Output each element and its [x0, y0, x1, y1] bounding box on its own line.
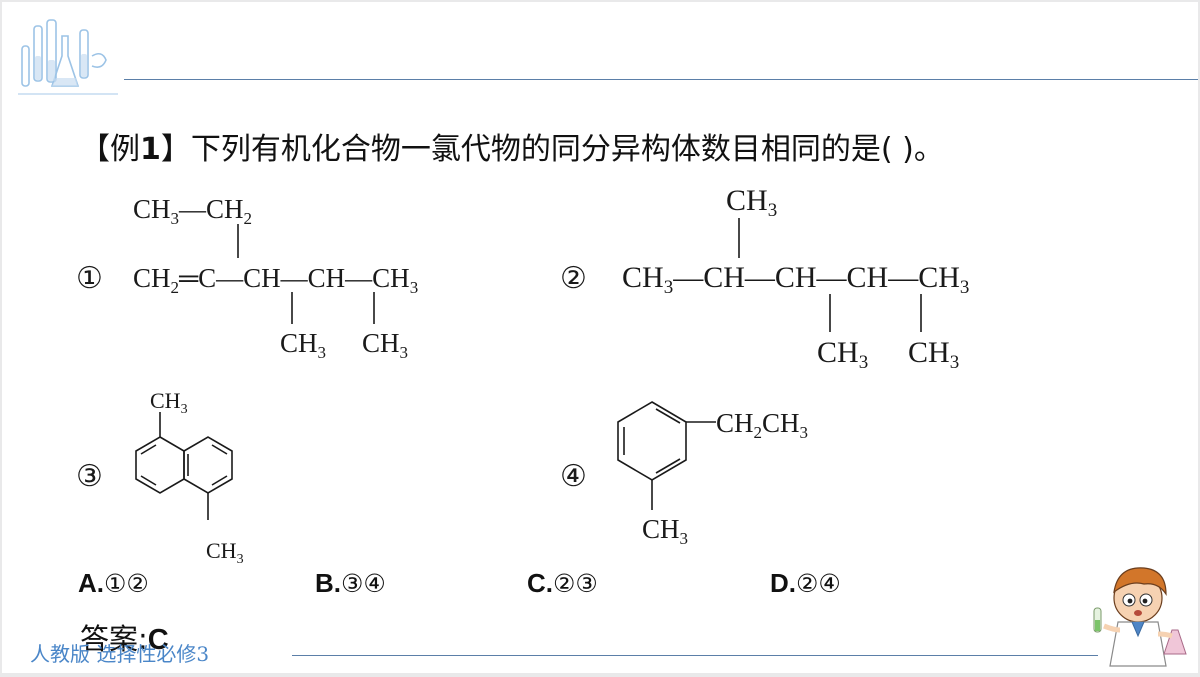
- svg-text:CH3—CH—CH—CH—CH3: CH3—CH—CH—CH—CH3: [622, 261, 969, 298]
- lab-glassware-icon: [18, 19, 118, 95]
- footer-caption: 人教版 选择性必修3: [30, 642, 210, 666]
- option-a[interactable]: A.①②: [78, 568, 149, 598]
- structure-1-label: ①: [76, 261, 103, 296]
- svg-text:CH3: CH3: [817, 336, 868, 373]
- svg-text:CH2═C—CH—CH—CH3: CH2═C—CH—CH—CH3: [133, 263, 418, 297]
- svg-text:CH3: CH3: [206, 538, 244, 567]
- svg-text:CH3: CH3: [642, 514, 688, 548]
- option-d[interactable]: D.②④: [770, 568, 841, 598]
- svg-text:CH3: CH3: [150, 388, 188, 417]
- structure-3: ③ CH3 CH3: [76, 388, 244, 567]
- footer-divider: [292, 655, 1098, 656]
- svg-text:CH3—CH2: CH3—CH2: [133, 194, 252, 228]
- svg-text:CH3: CH3: [362, 328, 408, 362]
- structure-2-label: ②: [560, 261, 587, 296]
- structure-4: ④ CH2CH3 CH3: [560, 401, 808, 548]
- answer: 答案:C: [80, 622, 169, 656]
- svg-text:CH3: CH3: [726, 184, 777, 221]
- svg-text:CH3: CH3: [280, 328, 326, 362]
- structure-4-label: ④: [560, 459, 587, 494]
- svg-text:CH2CH3: CH2CH3: [716, 408, 808, 442]
- structure-2: ② CH3 CH3—CH—CH—CH—CH3 CH3 CH3: [560, 184, 969, 373]
- header-divider: [124, 79, 1198, 80]
- structure-1: ① CH3—CH2 CH2═C—CH—CH—CH3 CH3 CH3: [76, 194, 418, 362]
- structure-3-label: ③: [76, 459, 103, 494]
- scientist-kid-icon: [1093, 567, 1187, 667]
- option-b[interactable]: B.③④: [315, 568, 386, 598]
- question-text: 【例1】下列有机化合物一氯代物的同分异构体数目相同的是( )。: [80, 132, 944, 167]
- svg-text:CH3: CH3: [908, 336, 959, 373]
- option-c[interactable]: C.②③: [527, 568, 598, 598]
